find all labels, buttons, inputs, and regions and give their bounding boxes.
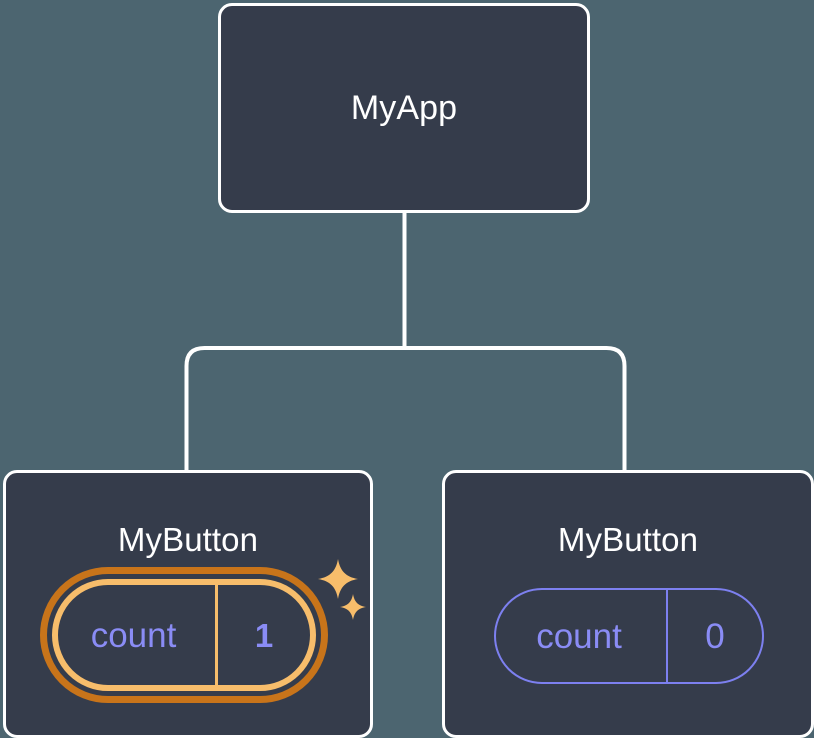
state-key-right-cell: count [496, 590, 666, 682]
state-divider-left [215, 585, 218, 685]
state-value-right-cell: 0 [668, 590, 762, 682]
node-mybutton-right-label: MyButton [557, 521, 699, 558]
state-key-left: count [90, 615, 177, 655]
node-myapp-label: MyApp [350, 88, 458, 127]
state-badge-right[interactable]: count 0 [494, 588, 764, 684]
state-badge-left-wrapper: count 1 [40, 567, 328, 703]
state-divider-right [666, 590, 668, 682]
state-value-left: 1 [254, 616, 274, 654]
state-key-left-cell: count [58, 585, 215, 685]
edge-app-to-buttons [184, 346, 627, 470]
state-badge-left-inner: count 1 [52, 579, 316, 691]
state-badge-left[interactable]: count 1 [40, 567, 328, 703]
state-value-left-cell: 1 [218, 585, 310, 685]
state-value-right: 0 [705, 616, 725, 656]
sparkle-icon-large [318, 559, 358, 599]
node-mybutton-left-label: MyButton [117, 521, 259, 558]
state-key-right: count [536, 616, 622, 656]
sparkle-icon-small [340, 594, 366, 620]
node-myapp[interactable]: MyApp [218, 3, 590, 213]
state-badge-right-wrapper: count 0 [494, 588, 764, 684]
